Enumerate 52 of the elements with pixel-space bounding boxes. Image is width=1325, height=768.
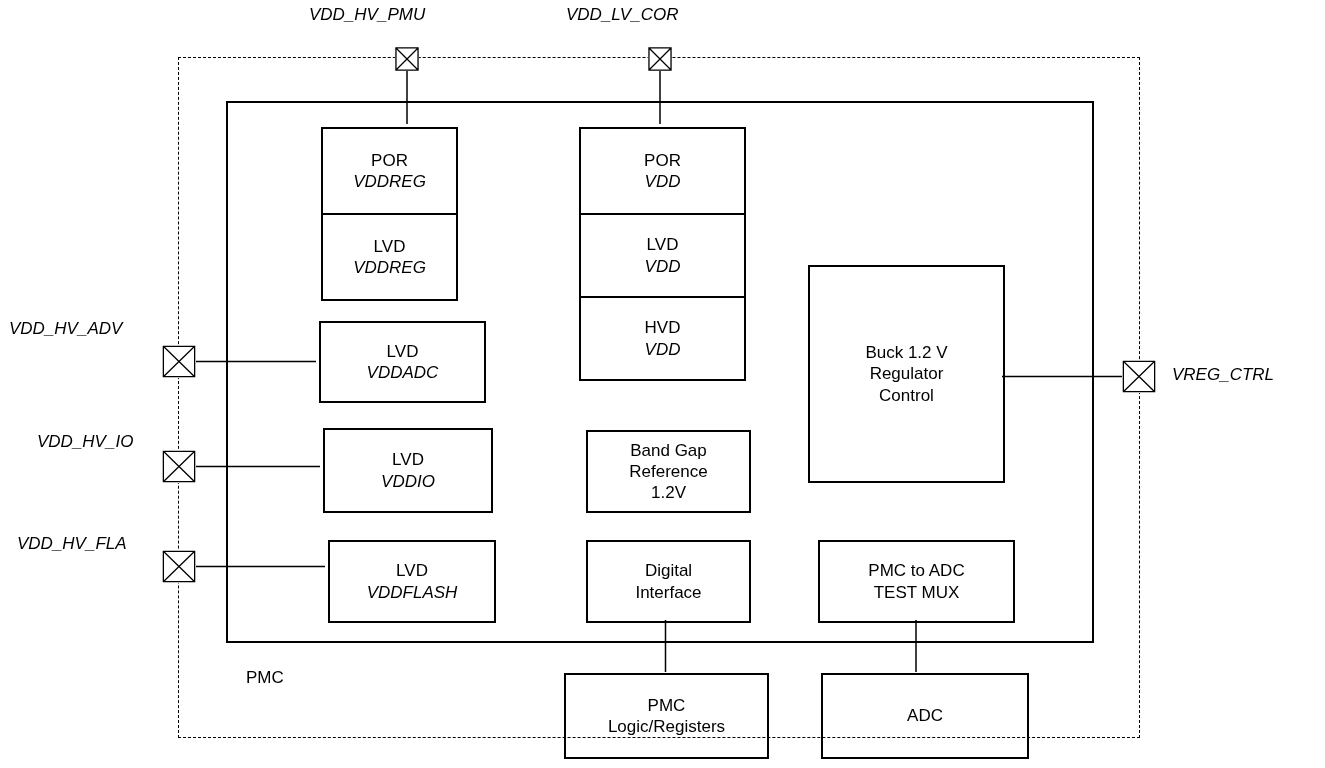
block-box xyxy=(319,321,486,403)
pin-label: VDD_HV_IO xyxy=(37,432,134,452)
block-sublabel: VDDFLASH xyxy=(366,581,458,603)
block-label: HVD xyxy=(644,317,681,339)
connector-line xyxy=(195,565,326,568)
block-sublabel: VDDREG xyxy=(353,171,426,193)
block-box xyxy=(226,101,1094,643)
connector-line xyxy=(195,465,321,468)
block-box xyxy=(579,296,746,381)
block-sublabel: VDDADC xyxy=(366,362,439,384)
block-label: PMC Logic/Registers xyxy=(606,694,727,738)
block-box xyxy=(808,265,1005,483)
pin-label: VDD_LV_COR xyxy=(566,5,679,25)
connector-line xyxy=(664,619,667,673)
pin-label: VDD_HV_ADV xyxy=(9,319,123,339)
connector-line xyxy=(659,70,661,125)
block-sublabel: VDDREG xyxy=(353,257,426,279)
block-label: Buck 1.2 V Regulator Control xyxy=(864,342,949,406)
block-label: Digital Interface xyxy=(634,560,703,603)
block-box xyxy=(564,673,769,759)
pin-label: VDD_HV_FLA xyxy=(17,534,127,554)
block-box xyxy=(586,430,751,513)
block-box xyxy=(328,540,496,623)
block-label: LVD xyxy=(392,449,424,471)
block-box xyxy=(821,673,1029,759)
block-sublabel: VDDIO xyxy=(381,470,435,492)
connector-line xyxy=(406,70,408,125)
block-label: LVD xyxy=(396,560,428,582)
connector-line xyxy=(1001,375,1123,378)
block-box xyxy=(579,127,746,215)
block-label: LVD xyxy=(386,340,419,362)
block-label: POR xyxy=(644,149,681,171)
block-label: LVD xyxy=(646,234,679,256)
block-box xyxy=(579,213,746,298)
block-sublabel: VDD xyxy=(644,171,681,193)
block-sublabel: VDD xyxy=(644,338,681,360)
pin-label: VDD_HV_PMU xyxy=(309,5,426,25)
block-sublabel: VDD xyxy=(644,255,681,277)
block-box xyxy=(323,428,493,513)
block-box xyxy=(321,213,458,301)
block-label: LVD xyxy=(373,235,406,257)
block-label: ADC xyxy=(907,705,943,727)
connector-line xyxy=(915,619,917,673)
block-box xyxy=(586,540,751,623)
block-label: PMC xyxy=(246,668,284,688)
connector-line xyxy=(195,360,317,363)
block-label: POR xyxy=(371,149,408,171)
pin-label: VREG_CTRL xyxy=(1172,365,1275,385)
block-label: Band Gap Reference 1.2V xyxy=(628,439,709,504)
block-box xyxy=(321,127,458,215)
block-label: PMC to ADC TEST MUX xyxy=(867,560,966,603)
block-box xyxy=(818,540,1015,623)
